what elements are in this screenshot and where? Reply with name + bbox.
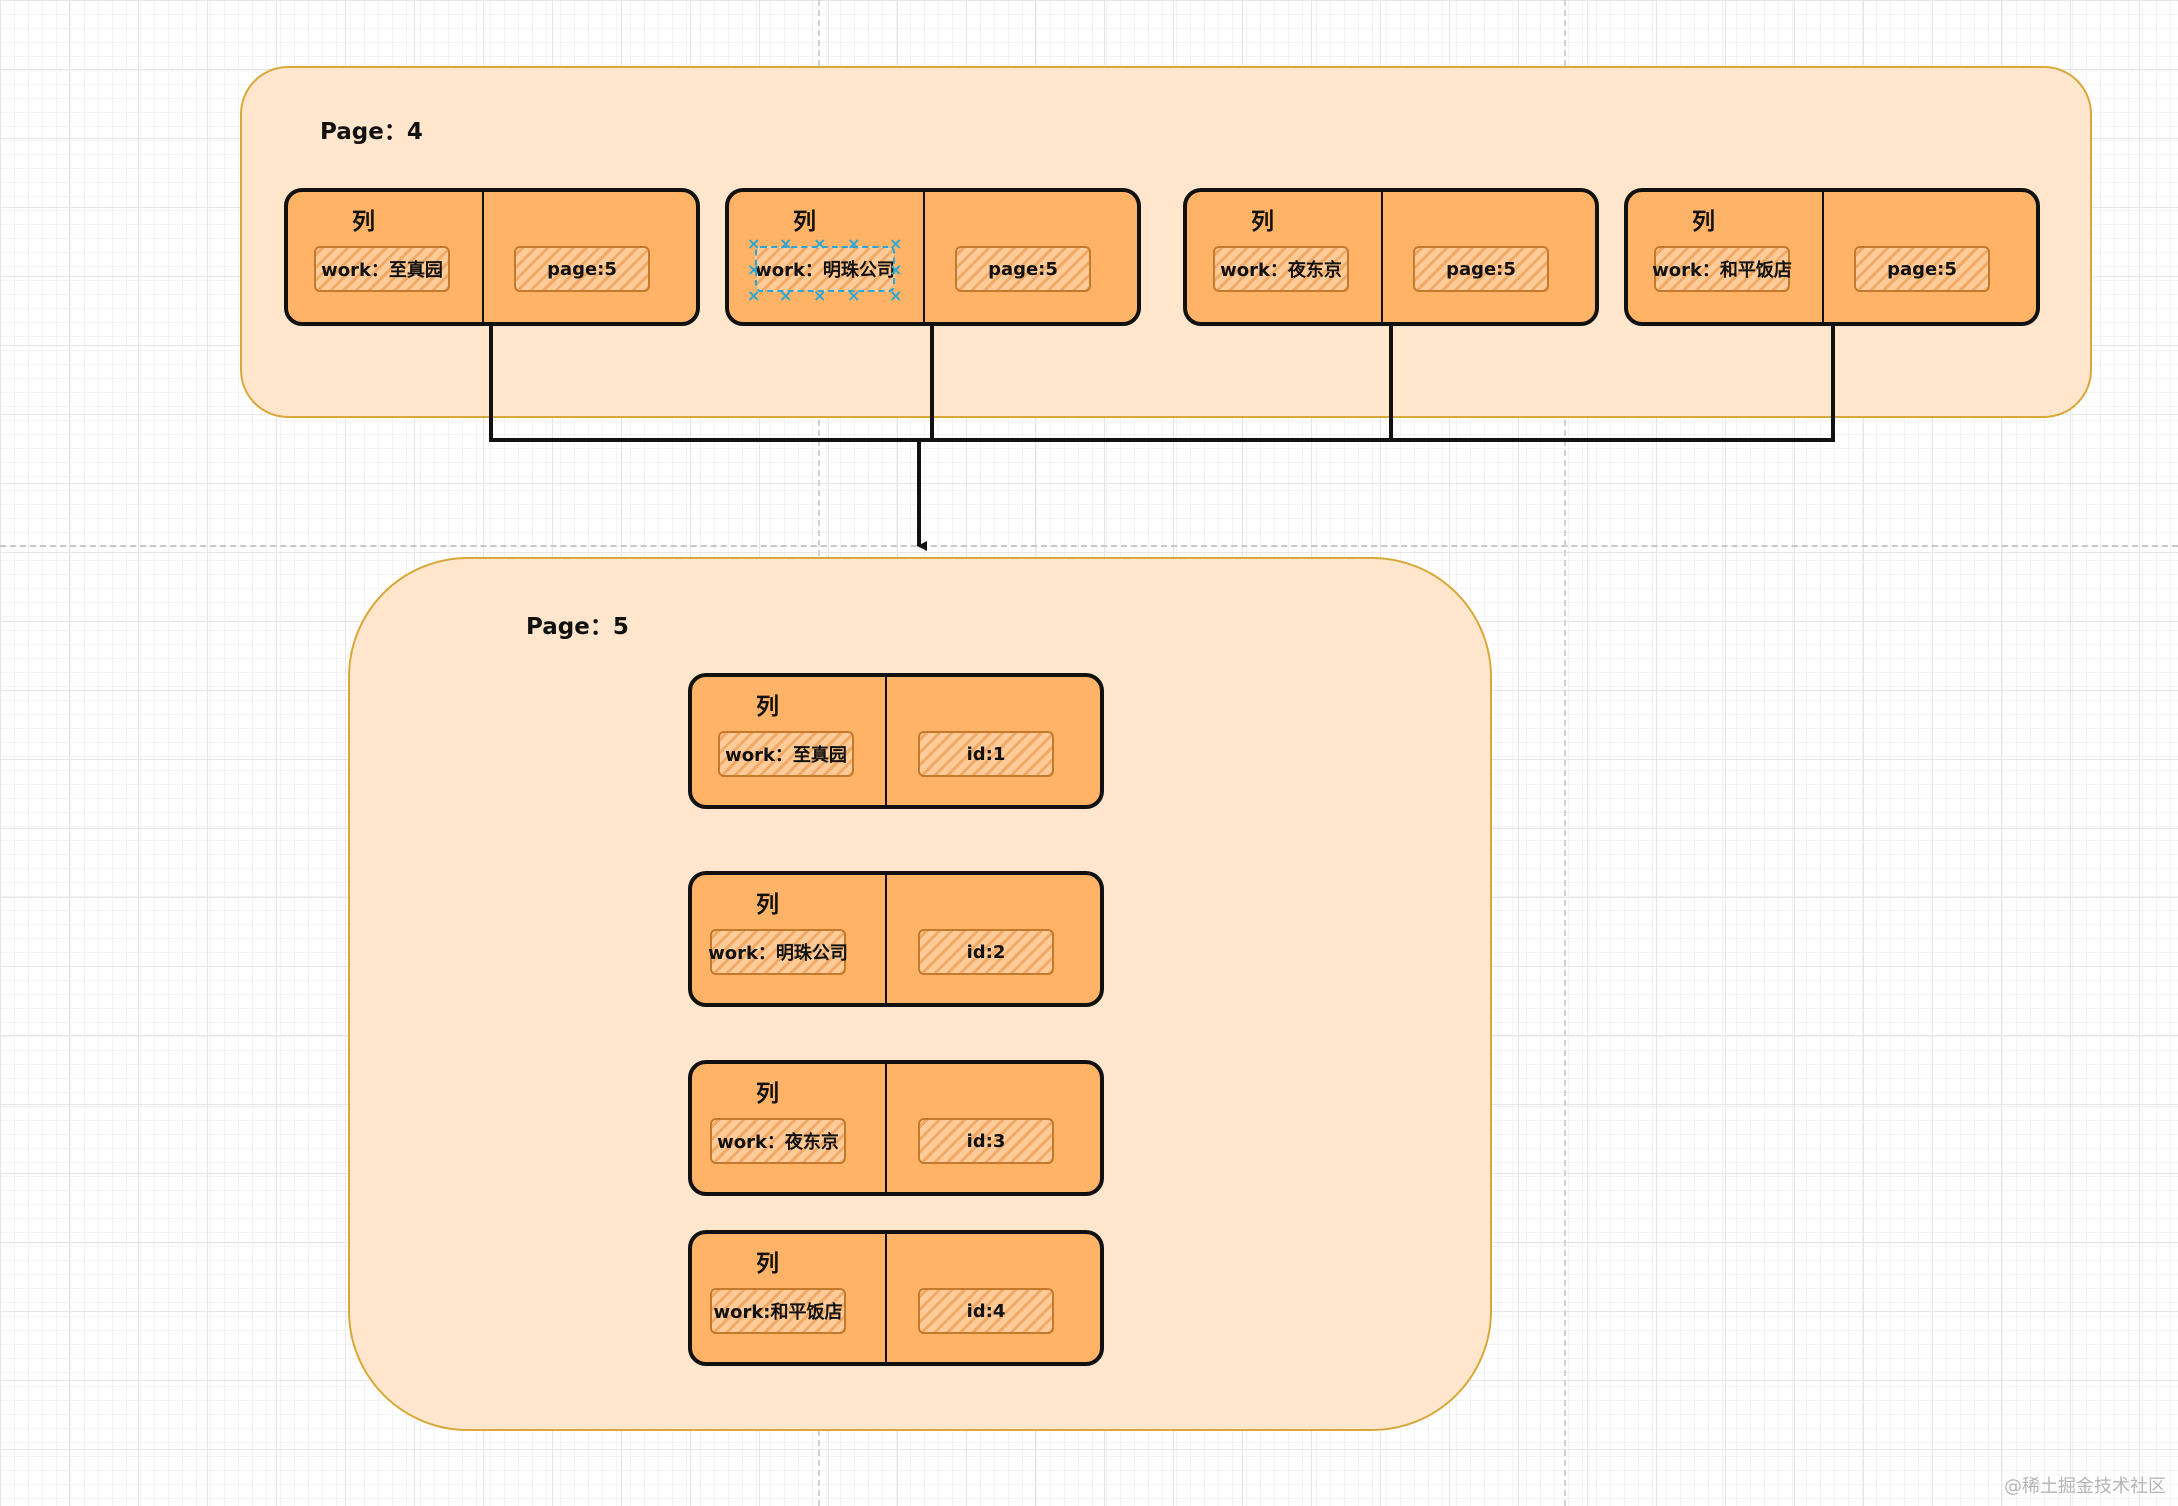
page-5-record-3[interactable]: 列 work：夜东京 id:3 — [688, 1060, 1104, 1196]
column-header: 列 — [793, 209, 816, 235]
record-divider — [885, 677, 887, 805]
record-divider — [885, 1234, 887, 1362]
page-5-record-1[interactable]: 列 work：至真园 id:1 — [688, 673, 1104, 809]
watermark: @稀土掘金技术社区 — [2004, 1476, 2166, 1497]
page-pointer-cell[interactable]: page:5 — [1413, 246, 1549, 292]
column-header: 列 — [756, 694, 779, 720]
guide-line-horizontal — [0, 545, 2178, 547]
guide-line-vertical — [1564, 0, 1566, 1506]
page-4-record-2[interactable]: 列 work：明珠公司 page:5 × × × × × × × × × × ×… — [725, 188, 1141, 326]
selection-handle-icon[interactable]: × — [889, 234, 903, 253]
record-divider — [885, 875, 887, 1003]
work-cell[interactable]: work：至真园 — [314, 246, 450, 292]
record-divider — [885, 1064, 887, 1192]
page-pointer-cell[interactable]: page:5 — [1854, 246, 1990, 292]
work-cell[interactable]: work：夜东京 — [1213, 246, 1349, 292]
page-5-record-4[interactable]: 列 work:和平饭店 id:4 — [688, 1230, 1104, 1366]
selection-handle-icon[interactable]: × — [747, 260, 761, 279]
column-header: 列 — [756, 1251, 779, 1277]
selection-handle-icon[interactable]: × — [889, 260, 903, 279]
id-cell[interactable]: id:1 — [918, 731, 1054, 777]
id-cell[interactable]: id:4 — [918, 1288, 1054, 1334]
record-divider — [1381, 192, 1383, 322]
selection-handle-icon[interactable]: × — [813, 286, 827, 305]
page-pointer-cell[interactable]: page:5 — [514, 246, 650, 292]
selection-handle-icon[interactable]: × — [747, 286, 761, 305]
page-4-title: Page：4 — [320, 119, 423, 145]
id-cell[interactable]: id:3 — [918, 1118, 1054, 1164]
column-header: 列 — [1692, 209, 1715, 235]
record-divider — [923, 192, 925, 322]
record-divider — [1822, 192, 1824, 322]
page-4-record-4[interactable]: 列 work：和平饭店 page:5 — [1624, 188, 2040, 326]
selection-handle-icon[interactable]: × — [779, 286, 793, 305]
id-cell[interactable]: id:2 — [918, 929, 1054, 975]
work-cell[interactable]: work:和平饭店 — [710, 1288, 846, 1334]
selection-handle-icon[interactable]: × — [779, 234, 793, 253]
work-cell[interactable]: work：明珠公司 — [708, 929, 848, 975]
selection-handle-icon[interactable]: × — [813, 234, 827, 253]
column-header: 列 — [1251, 209, 1274, 235]
work-cell-selected[interactable]: work：明珠公司 — [755, 246, 895, 292]
selection-handle-icon[interactable]: × — [847, 234, 861, 253]
selection-handle-icon[interactable]: × — [889, 286, 903, 305]
page-5-record-2[interactable]: 列 work：明珠公司 id:2 — [688, 871, 1104, 1007]
page-pointer-cell[interactable]: page:5 — [955, 246, 1091, 292]
page-4-record-1[interactable]: 列 work：至真园 page:5 — [284, 188, 700, 326]
column-header: 列 — [756, 1081, 779, 1107]
selection-handle-icon[interactable]: × — [747, 234, 761, 253]
page-4-record-3[interactable]: 列 work：夜东京 page:5 — [1183, 188, 1599, 326]
column-header: 列 — [352, 209, 375, 235]
page-5-title: Page：5 — [526, 614, 629, 640]
record-divider — [482, 192, 484, 322]
work-cell[interactable]: work：和平饭店 — [1652, 246, 1792, 292]
work-cell[interactable]: work：至真园 — [718, 731, 854, 777]
work-cell[interactable]: work：夜东京 — [710, 1118, 846, 1164]
column-header: 列 — [756, 892, 779, 918]
selection-handle-icon[interactable]: × — [847, 286, 861, 305]
